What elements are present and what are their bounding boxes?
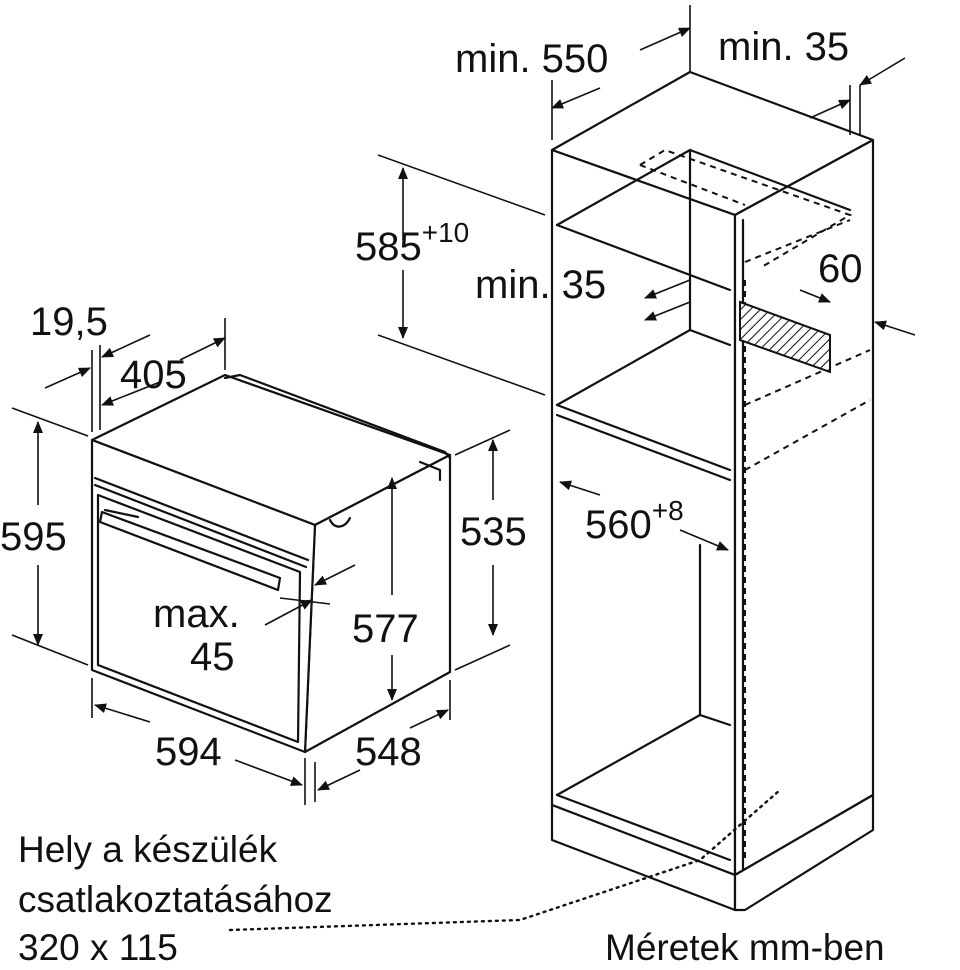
rear-vent-area xyxy=(739,300,831,374)
oven-body-height-label: 535 xyxy=(460,510,527,554)
oven-width-label: 594 xyxy=(155,730,222,774)
oven-handle-max-label: max. xyxy=(153,592,240,636)
units-note: Méretek mm-ben xyxy=(605,927,885,968)
niche-width-value: 560 xyxy=(585,503,652,547)
cabinet-labels: min. 550 min. 35 585+10 min. 35 60 560+8 xyxy=(355,25,863,547)
connection-size: 320 x 115 xyxy=(18,927,178,968)
oven-panel-offset-label: 19,5 xyxy=(30,300,108,344)
cabinet-rear-vent-label: 60 xyxy=(818,247,863,291)
oven-inner-height-label: 577 xyxy=(352,607,419,651)
niche-width-tolerance: +8 xyxy=(652,495,684,526)
oven-dimensions xyxy=(11,318,511,805)
cabinet-min-depth-label: min. 550 xyxy=(455,37,608,81)
oven-handle-value-label: 45 xyxy=(190,635,235,679)
cabinet-niche-width-label: 560+8 xyxy=(585,495,684,547)
connection-note-line2: csatlakoztatásához xyxy=(18,879,333,920)
oven xyxy=(90,373,452,754)
tall-cabinet xyxy=(550,70,875,912)
oven-control-depth-label: 405 xyxy=(120,353,187,397)
cabinet-min-rear-gap-label: min. 35 xyxy=(475,263,606,307)
niche-height-value: 585 xyxy=(355,225,422,269)
notes: Hely a készülék csatlakoztatásához 320 x… xyxy=(18,829,885,968)
connection-leader-line xyxy=(228,788,782,932)
niche-height-tolerance: +10 xyxy=(422,217,470,248)
cabinet-niche-height-label: 585+10 xyxy=(355,217,469,269)
oven-height-label: 595 xyxy=(0,515,67,559)
cabinet-min-side-gap-label: min. 35 xyxy=(718,25,849,69)
oven-handle xyxy=(98,508,282,592)
connection-note-line1: Hely a készülék xyxy=(18,829,278,870)
cabinet-dimensions xyxy=(377,5,916,551)
oven-labels: 19,5 405 595 535 577 max. 45 594 548 xyxy=(0,300,527,774)
oven-depth-label: 548 xyxy=(355,730,422,774)
